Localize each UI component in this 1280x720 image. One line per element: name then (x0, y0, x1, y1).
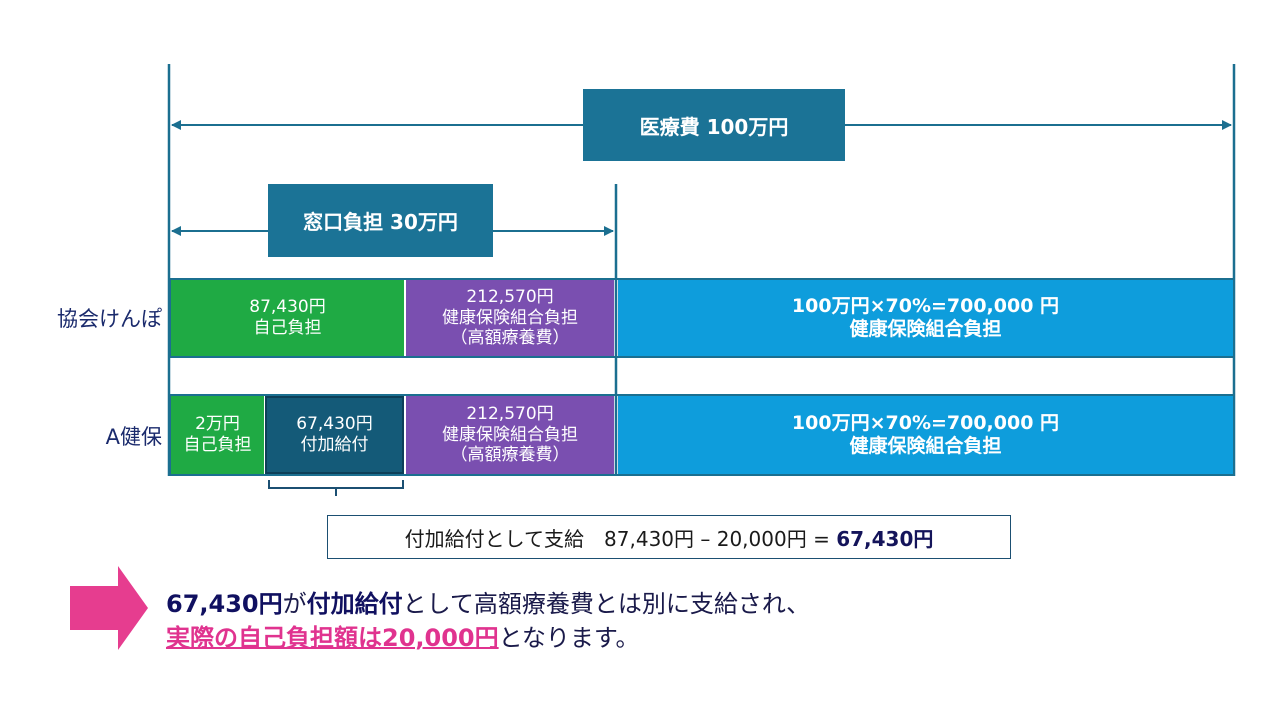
kyokai-insurer-formula: 100万円×70%=700,000 円 (791, 294, 1060, 317)
a-kenpo-self-cell: 2万円 自己負担 (171, 396, 264, 474)
bracket (268, 480, 404, 496)
kyokai-insurer-cell: 100万円×70%=700,000 円 健康保険組合負担 (618, 280, 1233, 356)
a-kenpo-kogaku-cell: 212,570円 健康保険組合負担 （高額療養費） (406, 396, 614, 474)
row-frame-a-kenpo (169, 394, 1235, 476)
a-kenpo-kogaku-label: 健康保険組合負担 (442, 424, 578, 445)
kyokai-self-cell: 87,430円 自己負担 (171, 280, 404, 356)
kyokai-kogaku-amount: 212,570円 (466, 286, 554, 307)
pink-arrow-icon (70, 566, 148, 650)
summary-amount: 67,430円 (166, 590, 283, 618)
a-kenpo-insurer-formula: 100万円×70%=700,000 円 (791, 411, 1060, 434)
formula-box: 付加給付として支給 87,430円 – 20,000円 = 67,430円 (327, 515, 1011, 559)
a-kenpo-kogaku-amount: 212,570円 (466, 403, 554, 424)
kyokai-kogaku-label: 健康保険組合負担 (442, 307, 578, 328)
formula-prefix: 付加給付として支給 (404, 526, 585, 551)
window-cost-label: 窓口負担 30万円 (268, 184, 493, 257)
formula-result: 67,430円 (836, 526, 934, 551)
a-kenpo-kogaku-note: （高額療養費） (450, 445, 570, 466)
total-cost-label: 医療費 100万円 (583, 89, 845, 161)
a-kenpo-insurer-label: 健康保険組合負担 (849, 435, 1002, 457)
summary-line-2: 実際の自己負担額は20,000円となります。 (166, 621, 1166, 655)
summary-line1-rest: として高額療養費とは別に支給され、 (402, 590, 811, 618)
a-kenpo-fuka-amount: 67,430円 (296, 414, 373, 435)
a-kenpo-fuka-cell: 67,430円 付加給付 (265, 396, 404, 474)
kyokai-self-label: 自己負担 (253, 318, 322, 338)
summary-line-1: 67,430円が付加給付として高額療養費とは別に支給され、 (166, 587, 1166, 621)
summary-line2-rest: となります。 (498, 624, 640, 653)
row-label-a-kenpo: A健保 (105, 425, 162, 449)
a-kenpo-self-amount: 2万円 (195, 414, 240, 435)
summary-text: 67,430円が付加給付として高額療養費とは別に支給され、 実際の自己負担額は2… (166, 587, 1166, 655)
row-label-kyokai: 協会けんぽ (57, 307, 162, 331)
row-frame-kyokai (169, 278, 1235, 358)
kyokai-insurer-label: 健康保険組合負担 (849, 318, 1002, 340)
summary-fuka: 付加給付 (306, 590, 403, 618)
a-kenpo-insurer-cell: 100万円×70%=700,000 円 健康保険組合負担 (618, 396, 1233, 474)
summary-highlight: 実際の自己負担額は20,000円 (166, 624, 499, 653)
kyokai-kogaku-note: （高額療養費） (450, 328, 570, 349)
summary-ga: が (282, 590, 307, 618)
kyokai-kogaku-cell: 212,570円 健康保険組合負担 （高額療養費） (406, 280, 614, 356)
a-kenpo-fuka-label: 付加給付 (300, 435, 369, 455)
kyokai-self-amount: 87,430円 (249, 297, 326, 318)
formula-expression: 87,430円 – 20,000円 = (604, 526, 837, 551)
a-kenpo-self-label: 自己負担 (183, 435, 252, 455)
